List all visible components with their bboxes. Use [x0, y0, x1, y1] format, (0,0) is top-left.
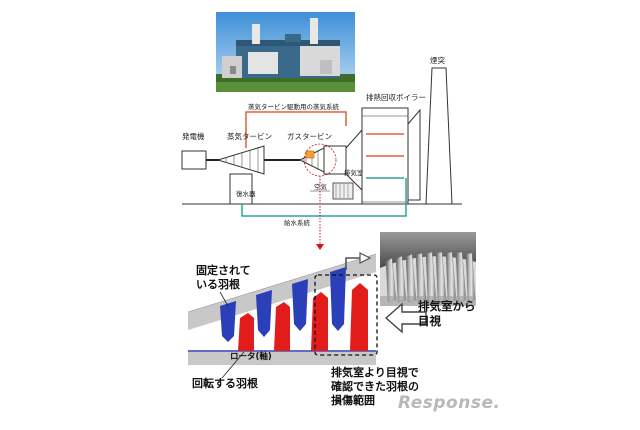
blade-photo — [380, 232, 476, 306]
fixed-blades — [220, 267, 346, 342]
plant-photo — [216, 12, 355, 92]
exhaust-chamber-label: 排気室 — [344, 168, 364, 177]
damage-range-label-3: 損傷範囲 — [331, 393, 375, 407]
rotating-blades-label: 回転する羽根 — [192, 376, 259, 390]
damage-range-label-1: 排気室より目視で — [331, 365, 419, 379]
steam-turbine-label: 蒸気タービン — [227, 131, 272, 141]
gas-turbine-label: ガスタービン — [287, 131, 332, 141]
rotor-label: ロータ(軸) — [230, 351, 272, 362]
blade-diagram: 固定されて いる羽根 ロータ(軸) 回転する羽根 排気室から 目視 排気室より目… — [187, 232, 476, 407]
hrsg-label: 排熱回収ボイラー — [366, 92, 426, 102]
stack-label: 煙突 — [430, 55, 445, 65]
generator-label: 発電機 — [182, 131, 205, 141]
condenser-label: 復水器 — [236, 189, 256, 198]
fixed-blades-label-1: 固定されて — [196, 263, 251, 277]
watermark: Response. — [398, 393, 500, 413]
steam-line-label: 蒸気タービン駆動用の蒸気系統 — [248, 102, 340, 111]
plant-schematic: 蒸気タービン駆動用の蒸気系統 発電機 蒸気タービン 復水器 ガスタービン — [181, 55, 462, 250]
visual-check-label-1: 排気室から — [418, 299, 476, 313]
air-label: 空気 — [314, 182, 328, 191]
damage-range-label-2: 確認できた羽根の — [331, 379, 419, 393]
feedwater-label: 給水系統 — [284, 218, 311, 227]
fixed-blades-label-2: いる羽根 — [196, 277, 241, 291]
visual-check-label-2: 目視 — [418, 314, 441, 328]
